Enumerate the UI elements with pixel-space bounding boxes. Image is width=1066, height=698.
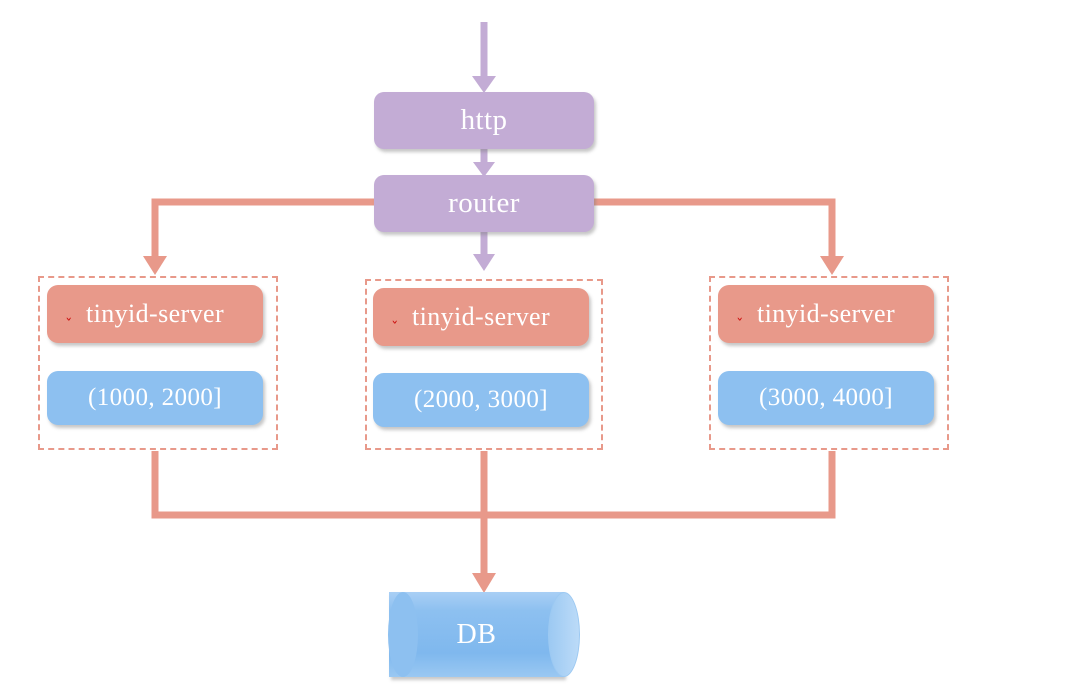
node-range-2[interactable]: (2000, 3000]	[373, 373, 589, 427]
node-range-3[interactable]: (3000, 4000]	[718, 371, 934, 425]
edge-group-2-to-db	[472, 451, 496, 593]
node-db[interactable]: DB	[388, 592, 580, 677]
edge-group-3-to-db	[484, 451, 836, 519]
edge-router-to-group-2	[473, 232, 495, 271]
edge-router-to-group-1	[143, 198, 374, 275]
node-router[interactable]: router	[374, 175, 594, 232]
db-cylinder-right-cap	[548, 592, 580, 677]
db-label: DB	[456, 618, 497, 650]
caret-icon-3: ˇ	[736, 316, 744, 334]
node-range-1[interactable]: (1000, 2000]	[47, 371, 263, 425]
node-http[interactable]: http	[374, 92, 594, 149]
db-cylinder-body	[389, 592, 564, 677]
node-server-1[interactable]: tinyid-server ˇ	[47, 285, 263, 343]
edge-group-1-to-db	[151, 451, 484, 519]
db-cylinder-left-cap	[388, 592, 418, 677]
server-label-2: tinyid-server	[411, 302, 551, 331]
node-server-2[interactable]: tinyid-server ˇ	[373, 288, 589, 346]
server-label-1: tinyid-server	[85, 299, 225, 328]
edge-http-to-router	[473, 149, 495, 177]
caret-icon-2: ˇ	[391, 319, 399, 337]
group-box-2	[365, 279, 603, 450]
node-server-3[interactable]: tinyid-server ˇ	[718, 285, 934, 343]
server-label-3: tinyid-server	[756, 299, 896, 328]
edge-client-to-http	[472, 22, 496, 93]
edge-router-to-group-3	[594, 198, 844, 275]
caret-icon-1: ˇ	[65, 316, 73, 334]
group-box-1	[38, 276, 278, 450]
group-box-3	[709, 276, 949, 450]
